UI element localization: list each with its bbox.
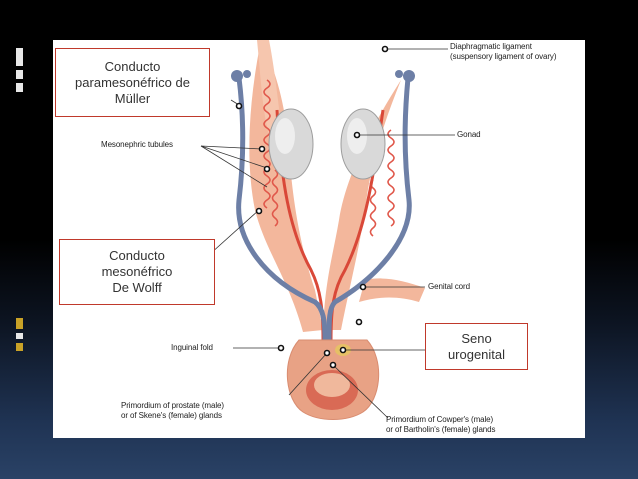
callout-wolff-line2: mesonéfrico [101,264,173,279]
callout-muller-line2: paramesonéfrico de [75,74,190,90]
urogenital-sinus-floor-light [314,373,350,397]
marker-dots [235,45,389,369]
mesonephric-tubules-left [263,79,279,227]
callout-wolff: Conducto mesonéfrico De Wolff [59,239,215,305]
label-mesonephric-tubules: Mesonephric tubules [101,140,173,149]
sidebar-accent-white-top [16,48,23,66]
callout-muller: Conducto paramesonéfrico de Müller [55,48,210,117]
label-cowper-primordium-2: or of Bartholin's (female) glands [386,425,496,434]
sidebar-accent-white [16,70,23,79]
right-tissue [323,80,401,330]
callout-wolff-line3: De Wolff [112,280,162,295]
label-genital-cord: Genital cord [428,282,470,291]
callout-muller-line1: Conducto [104,58,161,74]
sidebar-accent-white [16,83,23,92]
callout-seno-urogenital: Seno urogenital [425,323,528,370]
anatomy-illustration [200,40,455,420]
label-gonad: Gonad [457,130,481,139]
gonad-left-highlight [275,118,295,154]
sidebar-accent-gold [16,343,23,351]
callout-seno-line1: Seno [461,330,492,346]
leader-lines [200,48,455,419]
fimbria-right [395,70,415,82]
fimbria-left [231,70,251,82]
label-inguinal-fold: Inguinal fold [171,343,213,352]
mullerian-duct-right [326,77,412,341]
label-diaphragmatic-ligament: Diaphragmatic ligament [450,42,532,51]
callout-muller-line3: Müller [114,90,151,106]
right-tissue-wing [359,278,425,302]
sidebar-accent-white [16,333,23,339]
label-cowper-primordium-1: Primordium of Cowper's (male) [386,415,494,424]
callout-seno-line2: urogenital [447,346,506,362]
label-prostate-primordium-1: Primordium of prostate (male) [121,401,224,410]
label-prostate-primordium-2: or of Skene's (female) glands [121,411,222,420]
mullerian-duct-left [236,77,328,341]
callout-wolff-line1: Conducto [109,248,165,263]
sidebar-accent-gold [16,318,23,329]
mesonephric-tubules-right [369,129,395,237]
label-suspensory-ligament: (suspensory ligament of ovary) [450,52,557,61]
